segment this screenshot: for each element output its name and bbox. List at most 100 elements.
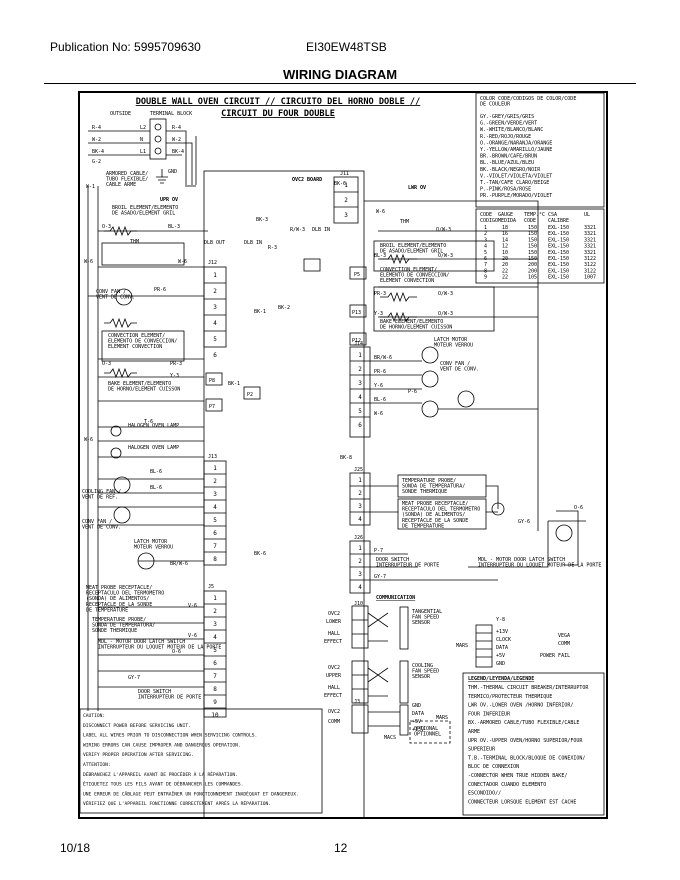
gauge-cell: 200	[528, 262, 537, 268]
label-o3: O-3	[102, 224, 111, 230]
caution-line: DISCONNECT POWER BEFORE SERVICING UNIT.	[83, 723, 191, 729]
mars-line-label: CLOCK	[496, 637, 511, 643]
label-temp-probe-left: TEMPERATURE PROBE/SONDA DE TEMPERATURA/S…	[92, 617, 155, 634]
label-w6b: W-6	[178, 259, 187, 265]
label-mars-comm: MARS	[436, 715, 448, 721]
label-gnd-comm: GND	[412, 703, 421, 709]
legend-title: LEGEND/LEYENDA/LEGENDE	[468, 676, 534, 682]
connector-pin-number: 4	[213, 634, 217, 641]
caution-line: DÉBRANCHEZ L'APPAREIL AVANT DE PROCÉDER …	[83, 770, 238, 778]
connector-pin-number: 5	[213, 517, 217, 524]
gauge-cell: 3321	[584, 225, 596, 231]
legend-entry: -CONNECTOR WHEN TRUE HIDDEN BAKE/	[468, 773, 567, 779]
label-brw6: BR/W-6	[374, 355, 392, 361]
connector-pin-number: 3	[213, 491, 217, 498]
connector-pin-number: 2	[213, 608, 217, 615]
gauge-cell: 150	[528, 244, 537, 250]
connector-pin-number: 3	[344, 212, 348, 219]
connector-pin-number: 7	[213, 673, 217, 680]
label-w6c: W-6	[84, 437, 93, 443]
legend-entry: UPR OV.-UPPER OVEN/HORNO SUPERIOR/FOUR	[468, 738, 583, 744]
legend-entry: BX.-ARMORED CABLE/TUBO FLEXIBLE/CABLE	[468, 720, 579, 726]
label-bk6-mid: BK-6	[334, 181, 346, 187]
connector-pin-number: 1	[358, 477, 362, 484]
header-rule	[44, 83, 636, 84]
gauge-cell: 9	[484, 275, 487, 281]
legend-entry: T.B.-TERMINAL BLOCK/BLOQUE DE CONEXION/	[468, 755, 585, 761]
connector-pin-number: 1	[213, 272, 217, 279]
gauge-cell: 1	[484, 225, 487, 231]
connector-pin-number: 5	[213, 647, 217, 654]
caution-line: VÉRIFIEZ QUE L'APPAREIL FONCTIONNE CORRE…	[83, 799, 271, 807]
gauge-cell: 8	[484, 268, 487, 274]
gauge-subheader: CODE	[524, 218, 536, 224]
color-code-entry: G.-GREEN/VERDE/VERT	[480, 121, 537, 127]
label-ow3: O/W-3	[436, 227, 451, 233]
label-dlb-in: DLB IN	[244, 240, 262, 246]
label-r4b: R-4	[172, 125, 181, 131]
gauge-header: CSA	[548, 212, 557, 218]
gauge-cell: 1007	[584, 275, 596, 281]
label-bk6: BK-6	[254, 551, 266, 557]
label-gy7-right: GY-7	[374, 574, 386, 580]
connector-pin-number: 2	[213, 478, 217, 485]
gauge-cell: 16	[502, 231, 508, 237]
gauge-cell: 12	[502, 244, 508, 250]
connector-pin-number: 1	[344, 182, 348, 189]
label-w1: W-1	[86, 184, 95, 190]
label-gy7: GY-7	[128, 675, 140, 681]
label-vega: VEGA	[558, 633, 570, 639]
label-w6: W-6	[84, 259, 93, 265]
connector-pin-number: 3	[213, 621, 217, 628]
label-p7: P7	[209, 404, 215, 410]
label-o3b: O-3	[102, 361, 111, 367]
gauge-cell: 2	[484, 231, 487, 237]
connector-pin-number: 1	[358, 545, 362, 552]
gauge-cell: 4	[484, 244, 487, 250]
label-j11: J11	[340, 171, 349, 177]
label-bkr6: BR/W-6	[170, 561, 188, 567]
gauge-cell: 18	[502, 225, 508, 231]
caution-line: UNE ERREUR DE CÂBLAGE PEUT ENTRAÎNER UN …	[83, 789, 299, 797]
label-l1: L1	[140, 149, 146, 155]
gauge-cell: 3	[484, 237, 487, 243]
gauge-subheader: MEDIDA	[498, 218, 516, 224]
label-y3-right: Y-3	[374, 311, 383, 317]
connector-pin-number: 2	[358, 490, 362, 497]
connector-pin-number: 5	[358, 408, 362, 415]
connector-pin-number: 1	[358, 352, 362, 359]
label-lower: LOWER	[326, 619, 342, 625]
label-ow3b: O/W-3	[438, 253, 453, 259]
gauge-cell: 20	[502, 262, 508, 268]
label-ovc2-a: OVC2	[328, 611, 340, 617]
label-effect: EFFECT	[324, 639, 342, 645]
connector-pin-number: 4	[213, 504, 217, 511]
label-ow3c: O/W-3	[438, 291, 453, 297]
page-title: WIRING DIAGRAM	[282, 67, 398, 82]
gauge-cell: 22	[502, 275, 508, 281]
label-5v-comm: +5V	[412, 719, 421, 725]
gauge-cell: 3321	[584, 244, 596, 250]
gauge-cell: 3321	[584, 250, 596, 256]
label-meat-probe-left: MEAT PROBE RECEPTACLE/RECEPTACULO DEL TE…	[86, 585, 164, 613]
caution-line: LABEL ALL WIRES PRIOR TO DISCONNECTION W…	[83, 733, 257, 739]
gauge-header: UL	[584, 212, 590, 218]
color-code-entry: V.-VIOLET/VIOLETA/VIOLET	[480, 173, 552, 179]
label-v6b: V-6	[188, 633, 197, 639]
label-conv-fan-upper: CONV FAN /VENT DE CONV.	[96, 289, 135, 301]
label-rw3: R/W-3	[290, 227, 305, 233]
circuit-title-1: DOUBLE WALL OVEN CIRCUIT // CIRCUITO DEL…	[136, 97, 421, 107]
label-g2: G-2	[92, 159, 101, 165]
label-p12: P12	[352, 338, 361, 344]
connector-pin-number: 2	[344, 197, 348, 204]
color-code-entry: BR.-BROWN/CAFE/BRUN	[480, 154, 537, 160]
gauge-cell: 105	[528, 275, 537, 281]
label-macs: MACS	[384, 735, 396, 741]
label-power-fail: POWER FAIL	[540, 653, 570, 659]
label-n: N	[140, 137, 143, 143]
gauge-cell: 22	[502, 268, 508, 274]
model-number: EI30EW48TSB	[306, 40, 387, 54]
